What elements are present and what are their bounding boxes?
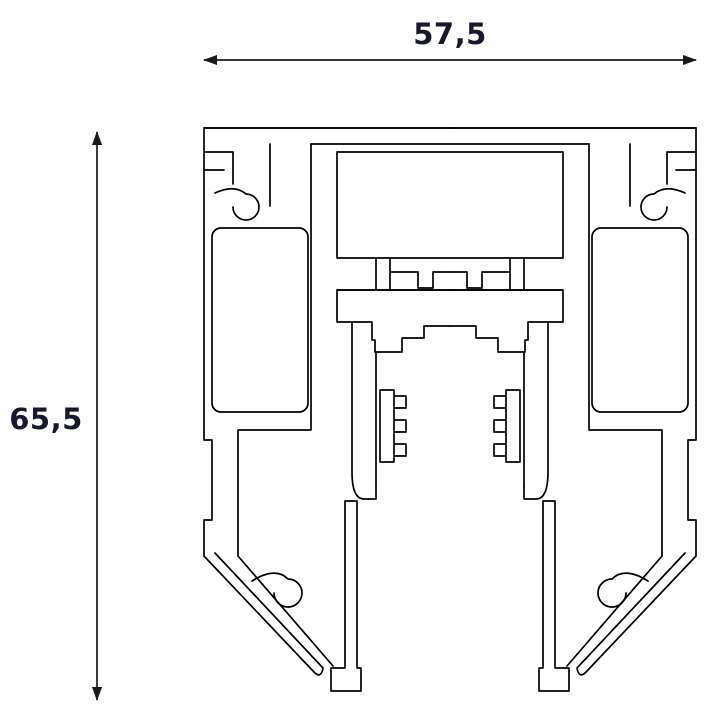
contact-comb (379, 389, 407, 463)
channel-outer-wall (336, 289, 451, 500)
top-hook (214, 187, 260, 221)
bottom-hook (251, 572, 303, 608)
wall-inner-face (237, 143, 334, 667)
bottom-leg (330, 500, 362, 692)
height-dimension-label: 65,5 (9, 402, 83, 436)
side-chamber (211, 227, 309, 413)
top-cavity (336, 151, 564, 259)
width-dimension-label: 57,5 (413, 17, 487, 51)
outer-shell (203, 127, 451, 676)
profile-left-half (203, 127, 451, 692)
height-dimension: 65,5 (9, 131, 102, 701)
top-hook-pocket (203, 143, 271, 207)
profile-center (203, 127, 697, 291)
profile-cross-section (203, 127, 697, 692)
castellated-edge (389, 271, 451, 289)
profile-right-half (449, 127, 697, 692)
stub-ribs (375, 257, 391, 291)
channel-throat-steps (351, 321, 451, 353)
width-dimension: 57,5 (203, 17, 697, 65)
